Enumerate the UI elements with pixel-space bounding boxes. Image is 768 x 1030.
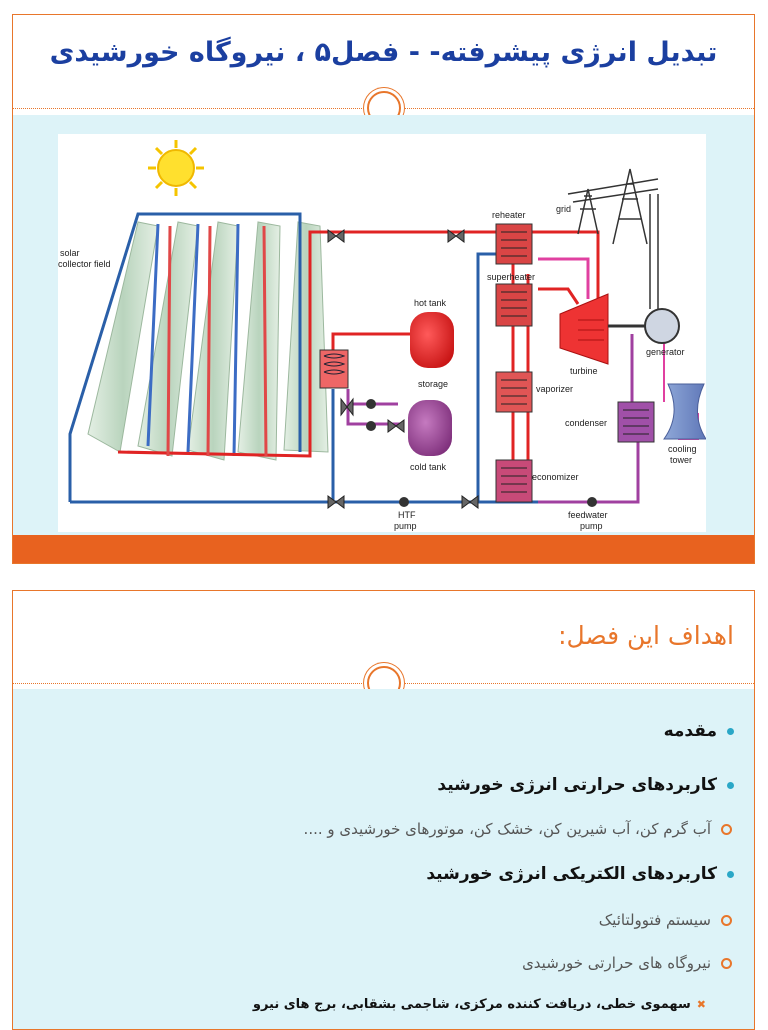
bullet-dot-icon <box>727 870 734 878</box>
label-grid: grid <box>556 204 571 214</box>
condenser-icon <box>617 401 655 443</box>
valve-icons <box>327 229 479 509</box>
label-turbine: turbine <box>570 366 598 376</box>
plant-schematic: hot tank storage cold tank <box>58 140 707 531</box>
label-economizer: economizer <box>532 472 579 482</box>
slide-1-title: تبدیل انرژی پیشرفته- - فصل۵ ، نیروگاه خو… <box>49 37 718 68</box>
power-grid-pylon-icon <box>567 168 659 245</box>
slide-2: اهداف این فصل: مقدمه کاربردهای حرارتی ان… <box>12 590 755 1030</box>
list-item: کاربردهای الکتریکی انرژی خورشید <box>426 864 734 884</box>
label-superheater: superheater <box>487 272 535 282</box>
bullet-cross-icon: ✖ <box>696 998 706 1011</box>
label-cold-tank: cold tank <box>410 462 447 472</box>
solar-power-plant-diagram: hot tank storage cold tank <box>58 134 707 532</box>
slide-1: تبدیل انرژی پیشرفته- - فصل۵ ، نیروگاه خو… <box>12 14 755 564</box>
label-htf-pump: pump <box>394 521 417 531</box>
list-item: مقدمه <box>664 721 734 741</box>
list-item: نیروگاه های حرارتی خورشیدی <box>522 954 732 972</box>
generator-icon <box>644 308 680 344</box>
label-htf: HTF <box>398 510 416 520</box>
bullet-ring-icon <box>721 824 732 835</box>
label-storage: storage <box>418 379 448 389</box>
label-vaporizer: vaporizer <box>536 384 573 394</box>
list-item: ✖سهموی خطی، دریافت کننده مرکزی، شاجمی بش… <box>252 997 706 1012</box>
cooling-tower-icon <box>663 383 707 440</box>
bullet-dot-icon <box>727 727 734 735</box>
heat-exchanger-stack <box>495 223 533 503</box>
label-solar: solar <box>60 248 80 258</box>
slide-2-title: اهداف این فصل: <box>558 621 734 650</box>
bullet-ring-icon <box>721 915 732 926</box>
label-feedwater: feedwater <box>568 510 608 520</box>
label-cooling: cooling <box>668 444 697 454</box>
pump-icons <box>366 399 597 507</box>
label-feedwater-pump: pump <box>580 521 603 531</box>
label-hot-tank: hot tank <box>414 298 447 308</box>
sun-icon <box>148 140 204 196</box>
list-item: کاربردهای حرارتی انرژی خورشید <box>437 775 734 795</box>
label-generator: generator <box>646 347 685 357</box>
list-item: آب گرم کن، آب شیرین کن، خشک کن، موتورهای… <box>304 820 732 838</box>
label-tower: tower <box>670 455 692 465</box>
label-collector-field: collector field <box>58 259 111 269</box>
cold-tank-icon <box>408 400 452 456</box>
turbine-icon <box>559 293 609 365</box>
list-item: سیستم فتوولتائیک <box>599 911 732 929</box>
label-condenser: condenser <box>565 418 607 428</box>
label-reheater: reheater <box>492 210 526 220</box>
bullet-ring-icon <box>721 958 732 969</box>
slide-1-footer-band <box>13 535 754 563</box>
slide-2-content-area <box>13 689 754 1029</box>
hot-tank-icon <box>410 312 454 368</box>
bullet-dot-icon <box>727 781 734 789</box>
